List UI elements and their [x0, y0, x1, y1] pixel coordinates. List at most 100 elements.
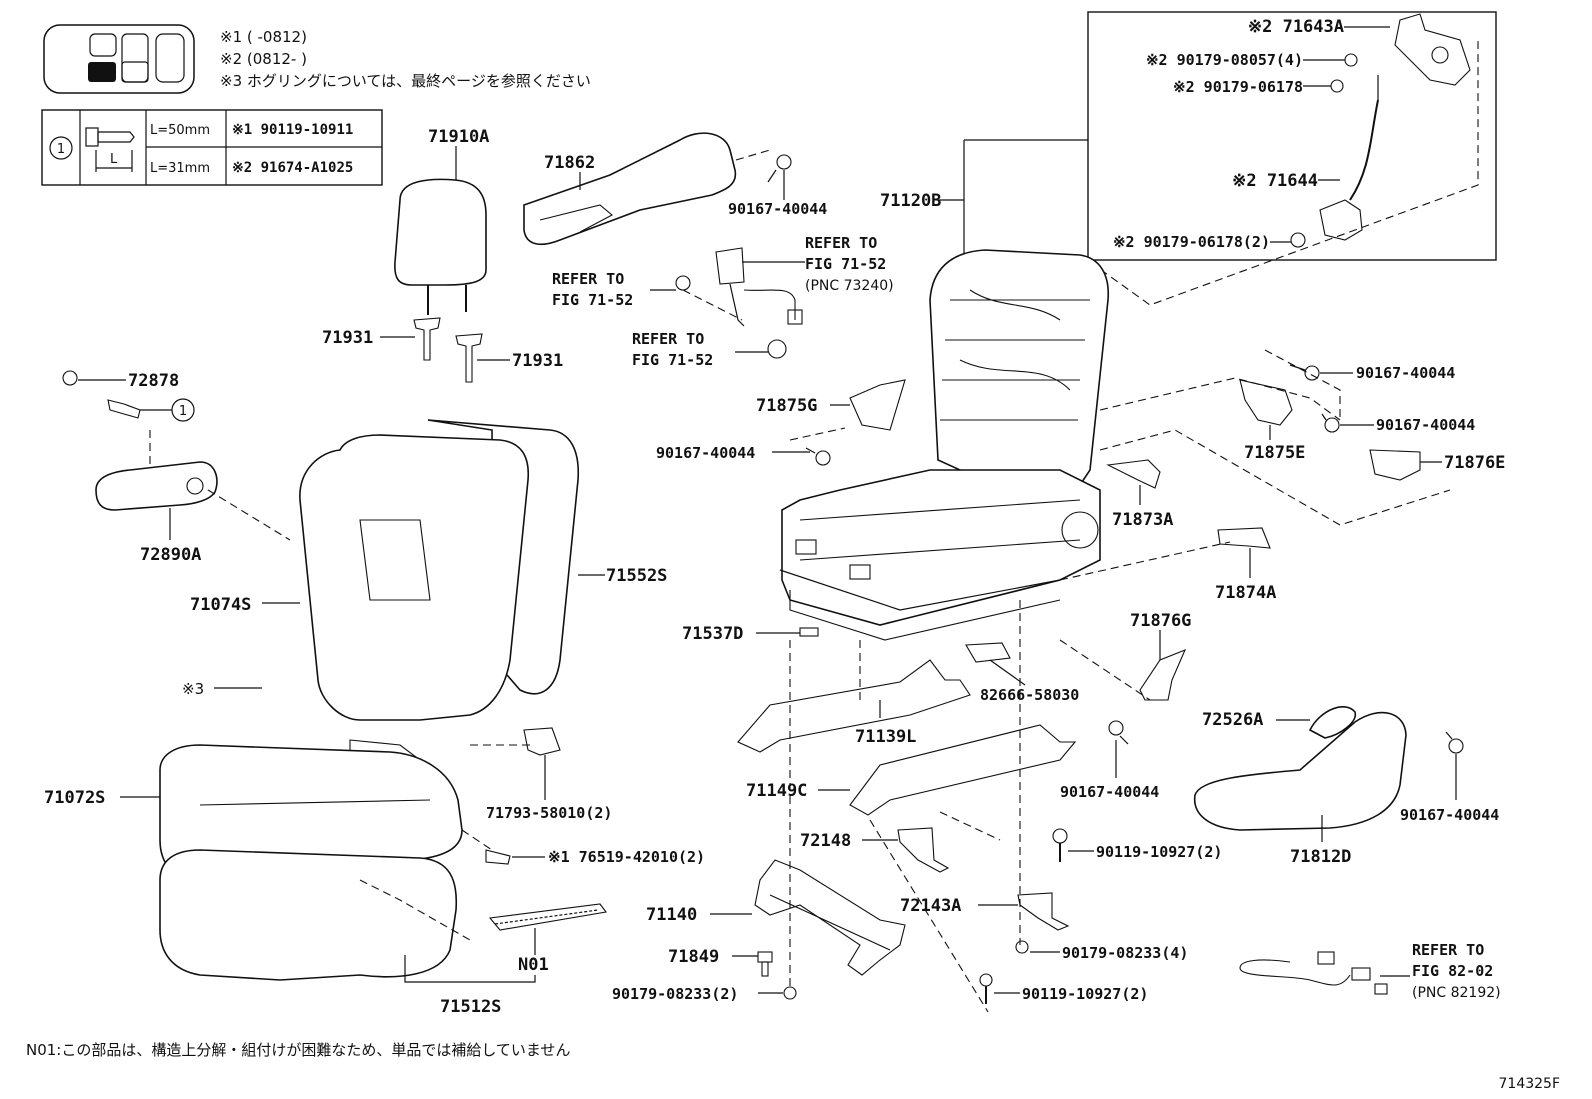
part-label: 71931	[322, 328, 373, 348]
nut-icon	[1015, 940, 1029, 954]
table-row-part: ※2 91674-A1025	[232, 160, 353, 176]
part-label: 90119-10927(2)	[1096, 843, 1222, 861]
part-label: ※2 71644	[1232, 171, 1318, 191]
knob-72526A	[1308, 706, 1356, 739]
part-label: 71512S	[440, 997, 501, 1017]
bolt-icon	[979, 973, 993, 1004]
part-label: 71793-58010(2)	[486, 804, 612, 822]
part-label: 71120B	[880, 191, 941, 211]
clip-71793	[523, 727, 561, 756]
table-index: 1	[57, 142, 65, 157]
screw-icon	[1108, 720, 1129, 745]
bolt-icon	[85, 127, 135, 172]
part-label: 71149C	[746, 781, 807, 801]
part-label: 90179-08233(4)	[1062, 944, 1188, 962]
refer-to-label: REFER TO	[632, 330, 704, 348]
part-label: 90167-40044	[1356, 364, 1455, 382]
bracket-72143A	[1017, 892, 1070, 931]
part-label: 82666-58030	[980, 686, 1079, 704]
screw-icon	[1445, 731, 1464, 754]
bracket-72148	[897, 827, 950, 873]
part-label: ※1 76519-42010(2)	[548, 848, 705, 866]
part-label: 90119-10927(2)	[1022, 985, 1148, 1003]
footer-note: N01:この部品は、構造上分解・組付けが困難なため、単品では補給していません	[26, 1041, 570, 1059]
part-label: ※3	[182, 680, 204, 698]
part-label: 72148	[800, 831, 851, 851]
bracket-71874A	[1217, 527, 1271, 549]
wire-harness	[1239, 951, 1388, 995]
part-label: 90167-40044	[656, 444, 755, 462]
part-label: 71812D	[1290, 847, 1351, 867]
side-shield-71862	[523, 132, 737, 246]
part-label: N01	[518, 955, 549, 975]
bolt-spec-table: 1 L L=50mm ※1 90119-10911 L=31mm ※2 9167…	[41, 109, 383, 186]
rail-cover-71149C	[849, 724, 1077, 816]
seat-cushion	[159, 744, 463, 981]
clip-76519	[485, 849, 511, 865]
part-label: 72143A	[900, 896, 961, 916]
refer-to-label: FIG 71-52	[805, 255, 886, 273]
part-label: 71074S	[190, 595, 251, 615]
armrest: 1	[62, 370, 218, 511]
part-label: 90167-40044	[1376, 416, 1475, 434]
screw-icon	[1289, 364, 1320, 381]
legend-note-1: ※1 ( -0812)	[220, 28, 307, 46]
refer-to-label: FIG 71-52	[552, 291, 633, 309]
part-label: 71139L	[855, 727, 916, 747]
refer-to-label: REFER TO	[805, 234, 877, 252]
bracket-71876E	[1369, 449, 1421, 481]
bracket-71875G	[849, 379, 906, 431]
rail-cover-71139L	[737, 659, 971, 753]
screw-icon	[767, 154, 792, 183]
part-label: 72526A	[1202, 710, 1263, 730]
recliner-mechanism	[1290, 13, 1471, 248]
table-row-length: L=31mm	[150, 161, 210, 176]
table-row-length: L=50mm	[150, 123, 210, 138]
part-label: 71876E	[1444, 453, 1505, 473]
refer-to-label: REFER TO	[1412, 941, 1484, 959]
legend-note-3: ※3 ホグリングについては、最終ページを参照ください	[220, 72, 591, 90]
seat-position-icon	[43, 24, 195, 94]
screw-icon	[1321, 413, 1340, 433]
part-label: 71072S	[44, 788, 105, 808]
seatback-cushion	[299, 419, 580, 776]
part-label: 90167-40044	[728, 200, 827, 218]
seat-belt-buckle	[675, 247, 803, 359]
refer-to-label: (PNC 73240)	[805, 278, 894, 294]
table-row-part: ※1 90119-10911	[232, 122, 353, 138]
inset-frame	[1087, 11, 1497, 261]
pin-71849	[757, 951, 773, 977]
part-label: 72890A	[140, 545, 201, 565]
part-label: 71873A	[1112, 510, 1173, 530]
part-label: ※2 71643A	[1248, 17, 1344, 37]
dimension-label: L	[110, 152, 118, 167]
part-label: 71931	[512, 351, 563, 371]
legend-note-2: ※2 (0812- )	[220, 50, 307, 68]
headrest-guide	[413, 317, 483, 383]
part-label: 71849	[668, 947, 719, 967]
part-label: 71910A	[428, 127, 489, 147]
figure-id: 714325F	[1499, 1076, 1561, 1092]
part-label: 72878	[128, 371, 179, 391]
bolt-icon	[1052, 828, 1068, 862]
refer-to-label: REFER TO	[552, 270, 624, 288]
bracket-71873A	[1106, 459, 1161, 489]
headrest	[394, 178, 487, 315]
clip-82666	[965, 642, 1011, 663]
part-label: 71875E	[1244, 443, 1305, 463]
part-label: 71537D	[682, 624, 743, 644]
nut-icon	[783, 986, 797, 1000]
side-shield-71812D	[1193, 711, 1407, 831]
bracket-71876G	[1139, 648, 1187, 701]
part-label: 90179-08233(2)	[612, 985, 738, 1003]
seat-frame	[779, 249, 1110, 641]
bracket-71875E	[1239, 379, 1293, 426]
part-label: 71862	[544, 153, 595, 173]
part-label: 90167-40044	[1400, 806, 1499, 824]
part-label: ※2 90179-08057(4)	[1146, 51, 1303, 69]
screw-icon	[805, 447, 831, 466]
part-label: 71874A	[1215, 583, 1276, 603]
part-label: ※2 90179-06178(2)	[1113, 233, 1270, 251]
part-label: 71875G	[756, 396, 817, 416]
